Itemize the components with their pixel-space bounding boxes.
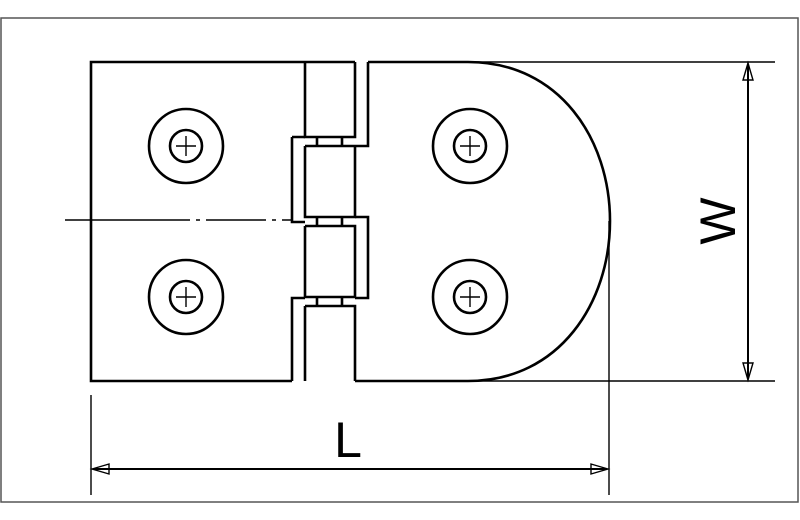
drawing-frame xyxy=(0,17,799,503)
hinge-knuckles xyxy=(303,62,357,381)
left-leaf xyxy=(89,60,355,383)
width-dimension: W xyxy=(470,60,775,383)
right-leaf xyxy=(355,60,612,383)
screw-hole xyxy=(431,107,509,185)
length-label: L xyxy=(334,412,362,468)
screw-hole xyxy=(147,107,225,185)
length-dimension: L xyxy=(89,221,611,495)
screw-hole xyxy=(147,258,225,336)
screw-hole xyxy=(431,258,509,336)
width-label: W xyxy=(690,197,746,245)
